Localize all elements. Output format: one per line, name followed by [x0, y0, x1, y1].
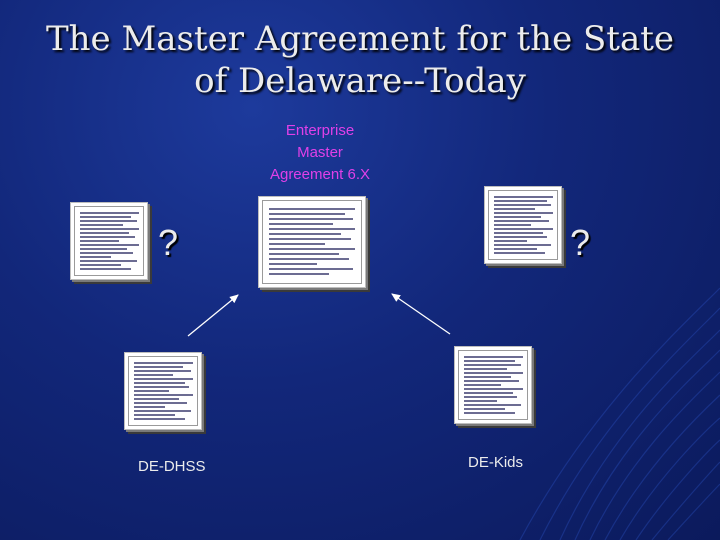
title-line-2: of Delaware--Today [194, 61, 526, 101]
label-de-kids: DE-Kids [468, 454, 524, 471]
question-mark-right: ? [570, 222, 591, 263]
document-text-lines [464, 356, 523, 414]
document-icon-center [258, 196, 366, 288]
document-icon-kids [454, 346, 532, 424]
arrow-kids-to-enterprise [391, 293, 451, 335]
document-text-lines [80, 212, 139, 270]
enterprise-label-line-1: Enterprise [285, 122, 355, 139]
document-text-lines [134, 362, 193, 420]
document-icon-right [484, 186, 562, 264]
enterprise-label-line-2: Master [297, 144, 343, 161]
document-text-lines [494, 196, 553, 254]
arrow-dhss-to-enterprise [187, 294, 239, 337]
label-de-dhss: DE-DHSS [138, 458, 206, 475]
question-mark-left: ? [158, 222, 179, 263]
slide-title: The Master Agreement for the State of De… [0, 18, 720, 102]
document-icon-dhss [124, 352, 202, 430]
enterprise-label-line-3: Agreement 6.X [269, 166, 371, 183]
document-icon-left [70, 202, 148, 280]
enterprise-master-agreement-label: Enterprise Master Agreement 6.X [230, 120, 410, 186]
title-line-1: The Master Agreement for the State [45, 19, 675, 59]
document-text-lines [269, 208, 355, 275]
